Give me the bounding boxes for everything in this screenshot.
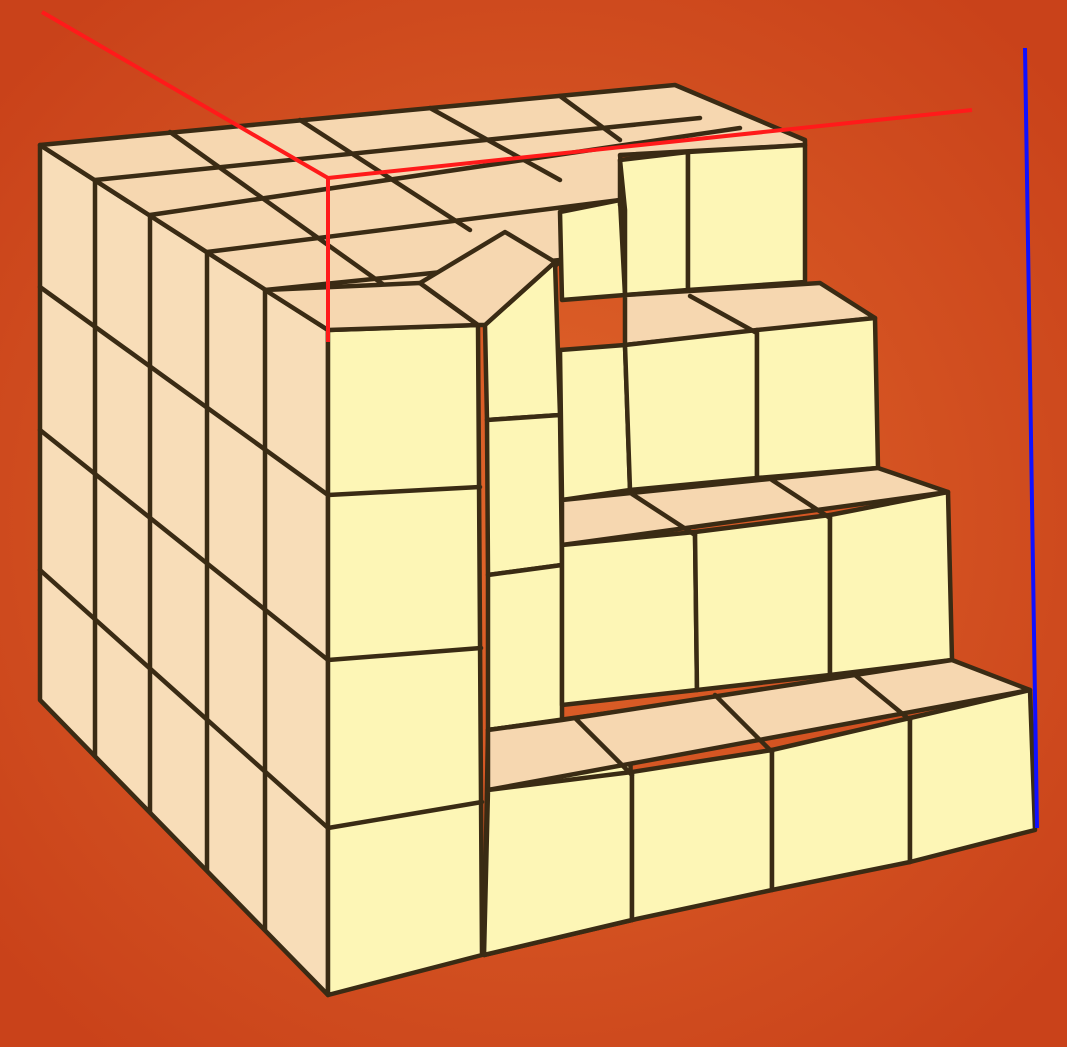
- red-guide-diagonal: [40, 10, 330, 180]
- stair-level-2: [559, 465, 955, 708]
- stair-level-3: [557, 280, 881, 503]
- red-guide-horizontal: [327, 108, 973, 180]
- blue-guide-vertical: [1023, 47, 1039, 829]
- stair-level-1: [481, 657, 1038, 958]
- guide-lines: [40, 10, 1039, 829]
